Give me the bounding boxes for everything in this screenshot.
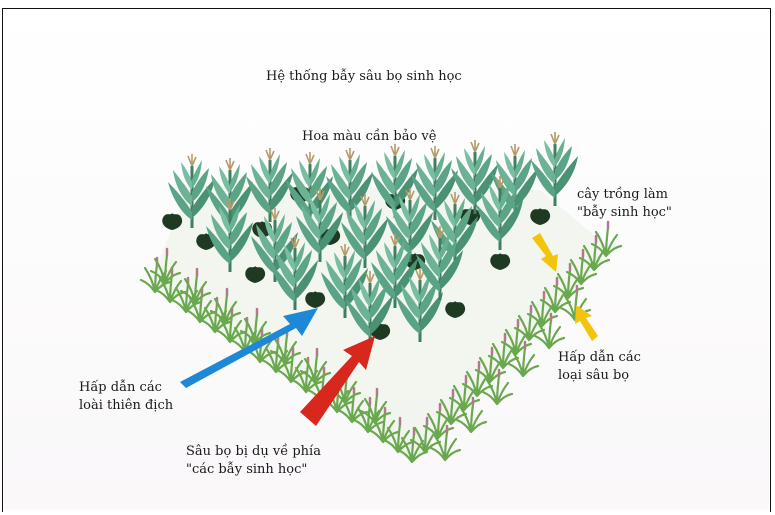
label-trap-crop-line-2: "bẫy sinh học" [577,204,672,222]
label-trap-crop-line-1: cây trồng làm [577,186,672,204]
label-attract-predators-line-1: Hấp dẫn các [79,379,173,397]
label-trap-crop: cây trồng làm "bẫy sinh học" [577,186,672,222]
label-attract-predators: Hấp dẫn các loài thiên địch [79,379,173,415]
label-pests-lured-line-1: Sâu bọ bị dụ về phía [186,443,321,461]
label-crops-protected: Hoa màu cần bảo vệ [302,128,436,146]
label-pests-lured-line-2: "các bẫy sinh học" [186,461,321,479]
label-pests-lured: Sâu bọ bị dụ về phía "các bẫy sinh học" [186,443,321,479]
label-attract-pests-line-2: loại sâu bọ [558,367,641,385]
diagram-title: Hệ thống bẫy sâu bọ sinh học [266,68,462,86]
label-attract-pests: Hấp dẫn các loại sâu bọ [558,349,641,385]
label-attract-pests-line-1: Hấp dẫn các [558,349,641,367]
label-attract-predators-line-2: loài thiên địch [79,397,173,415]
